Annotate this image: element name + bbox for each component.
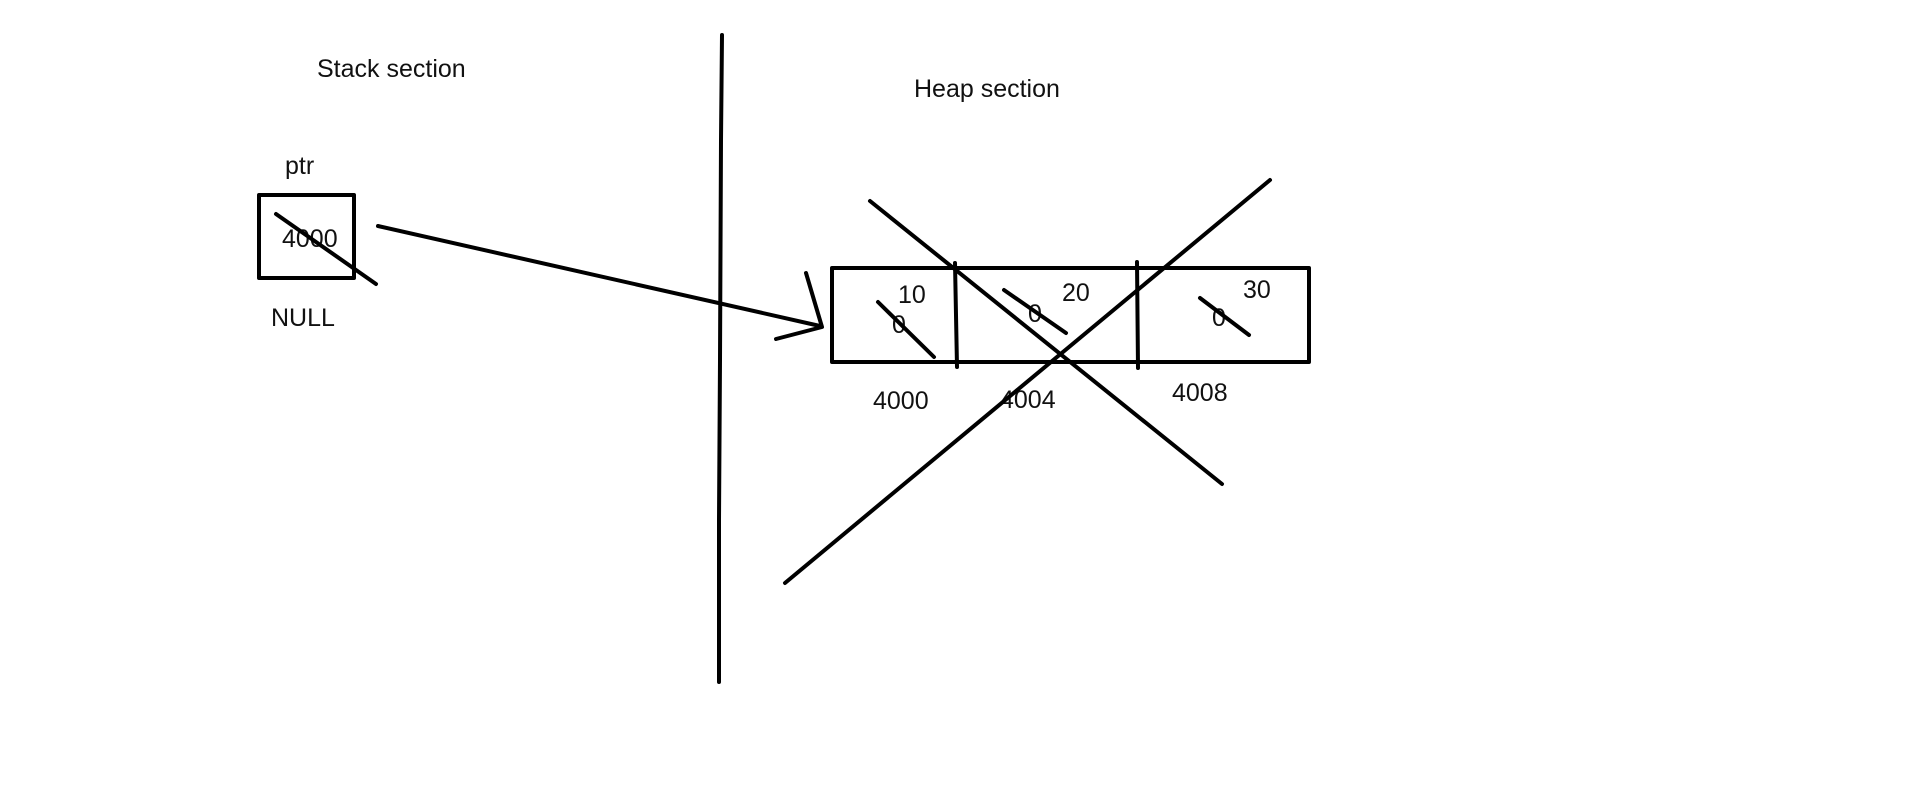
- heap-cell-3-address: 4008: [1172, 379, 1228, 407]
- heap-cell-2-strike: [1002, 288, 1068, 335]
- section-divider: [717, 33, 724, 684]
- heap-cell-3-new-value: 30: [1243, 276, 1271, 304]
- pointer-name-label: ptr: [285, 152, 314, 180]
- heap-cross-line-1: [868, 199, 1224, 486]
- heap-cell-1-new-value: 10: [898, 281, 926, 309]
- pointer-value-strike: [274, 212, 378, 286]
- heap-section-title: Heap section: [914, 75, 1060, 103]
- pointer-box: [257, 193, 356, 280]
- heap-cross-line-2: [783, 178, 1272, 585]
- stack-section-title: Stack section: [317, 55, 466, 83]
- heap-cell-3-strike: [1198, 296, 1251, 337]
- heap-cell-1-address: 4000: [873, 387, 929, 415]
- pointer-arrow-shaft: [376, 224, 822, 328]
- heap-cell-1-strike: [876, 300, 936, 359]
- pointer-new-value: NULL: [271, 304, 335, 332]
- pointer-arrow-head: [774, 271, 824, 341]
- heap-cell-divider-1: [953, 261, 959, 369]
- heap-cell-2-new-value: 20: [1062, 279, 1090, 307]
- heap-cell-2-address: 4004: [1000, 386, 1056, 414]
- heap-cell-divider-2: [1135, 260, 1140, 370]
